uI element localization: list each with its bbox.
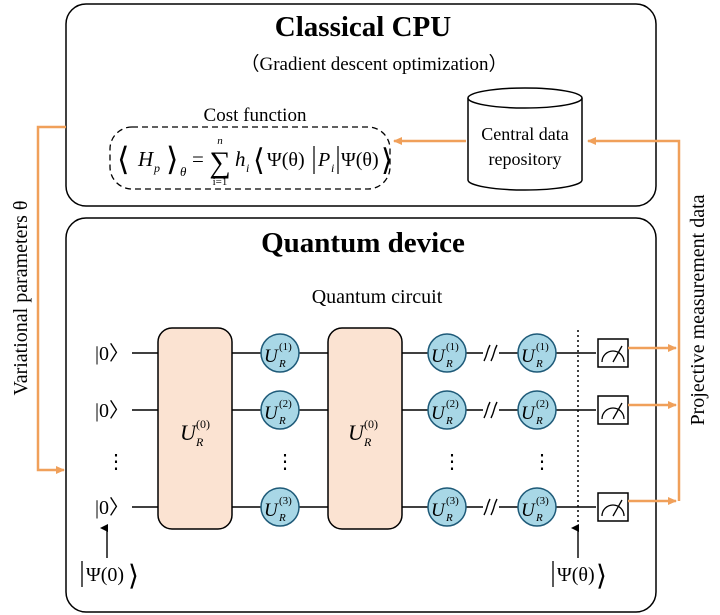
svg-text:R: R [535,358,543,370]
ket0-qubit2: |0〉 [95,400,129,422]
meter-icon-q1 [597,338,629,368]
repository-label-line1: Central data [481,124,568,144]
svg-text:U: U [431,403,446,424]
gate-col3-q1: U (1) R [517,333,557,373]
svg-text:(2): (2) [279,398,292,410]
unitary-block-1-sub: R [195,435,204,449]
formula-h-sub-i: i [246,161,249,175]
psitheta-text: Ψ(θ) [557,564,595,586]
gate-col1-q1: U (1) R [260,333,300,373]
database-cylinder-icon [467,87,583,191]
formula-sum-bottom: i=1 [213,176,228,188]
formula-equals: = [192,147,204,171]
formula-P-sub-i: i [331,161,334,175]
formula-h: h [235,147,246,171]
svg-text:U: U [264,346,279,367]
formula-H-sub-p: p [153,161,160,175]
ket0-qubit1: |0〉 [95,343,129,365]
gate-col3-q2: U (2) R [517,390,557,430]
svg-text:U: U [431,500,446,521]
svg-text:(2): (2) [536,398,549,410]
unitary-block-1-U: U [180,420,198,445]
cpu-subtitle: （Gradient descent optimization） [241,53,508,75]
formula-bra-open: ⟨ [253,144,265,177]
svg-text:U: U [521,403,536,424]
formula-bra-psi: Ψ(θ) [267,149,305,171]
variational-parameters-label: Variational parameters θ [10,200,32,395]
svg-text:(1): (1) [446,341,459,353]
unitary-block-1-sup: (0) [196,417,210,431]
psi0-ket-label: Ψ(0) ⟩ [81,561,139,592]
svg-text:(1): (1) [279,341,292,353]
vertical-dots-col3: ⋮ [532,451,552,473]
svg-text:R: R [278,512,286,524]
svg-text:⟩: ⟩ [596,561,607,592]
quantum-panel [65,217,657,613]
projective-measurement-label: Projective measurement data [687,194,709,425]
formula-ket-psi: Ψ(θ) [341,149,379,171]
formula-langle: ⟨ [117,141,129,177]
wire-break-marks [483,343,499,517]
quantum-title: Quantum device [261,227,465,259]
svg-text:(1): (1) [536,341,549,353]
psitheta-ket-label: Ψ(θ) ⟩ [552,561,607,592]
svg-text:⟩: ⟩ [128,561,139,592]
svg-text:(3): (3) [446,495,459,507]
formula-rangle: ⟩ [166,141,178,177]
parameter-feedback-path [36,125,66,474]
svg-text:(2): (2) [446,398,459,410]
svg-text:U: U [264,500,279,521]
svg-text:U: U [431,346,446,367]
meter-icon-q2 [597,395,629,425]
svg-text:R: R [278,358,286,370]
cost-function-formula: ⟨ H p ⟩ θ = n ∑ i=1 h i ⟨ Ψ(θ) P i Ψ(θ) … [117,135,393,188]
measurement-arrows [628,344,677,505]
unitary-block-1 [157,327,233,530]
meter-icon-q3 [597,492,629,522]
svg-text:R: R [445,415,453,427]
gate-col2-q1: U (1) R [427,333,467,373]
measurement-feedback-path [587,137,681,501]
formula-P: P [317,149,330,171]
cost-function-label: Cost function [204,105,307,126]
svg-text:(3): (3) [536,495,549,507]
psi0-text: Ψ(0) [86,564,124,586]
quantum-circuit-label: Quantum circuit [312,286,443,308]
cost-function-box [109,126,391,190]
svg-text:(3): (3) [279,495,292,507]
vertical-dots-input: ⋮ [106,451,126,473]
formula-sub-theta: θ [180,164,187,179]
gate-col3-q3: U (3) R [517,487,557,527]
svg-text:R: R [535,415,543,427]
vertical-dots-col2: ⋮ [442,451,462,473]
gate-col1-q3: U (3) R [260,487,300,527]
svg-text:U: U [521,346,536,367]
svg-text:R: R [445,512,453,524]
svg-text:R: R [278,415,286,427]
gate-col2-q3: U (3) R [427,487,467,527]
unitary-block-2-U: U [348,420,366,445]
svg-text:R: R [535,512,543,524]
formula-sum: ∑ [209,146,230,179]
gate-col1-q2: U (2) R [260,390,300,430]
formula-H: H [137,147,155,171]
formula-sum-top: n [217,135,223,147]
cpu-panel [65,3,657,207]
svg-text:U: U [521,500,536,521]
formula-ket-close: ⟩ [381,144,393,177]
ket0-qubit3: |0〉 [95,497,129,519]
vertical-dots-col1: ⋮ [275,451,295,473]
cpu-title: Classical CPU [275,11,451,43]
unitary-block-2 [327,327,403,530]
svg-text:U: U [264,403,279,424]
gate-col2-q2: U (2) R [427,390,467,430]
unitary-block-2-sup: (0) [364,417,378,431]
repository-label-line2: repository [489,149,562,169]
unitary-block-2-sub: R [363,435,372,449]
svg-text:R: R [445,358,453,370]
